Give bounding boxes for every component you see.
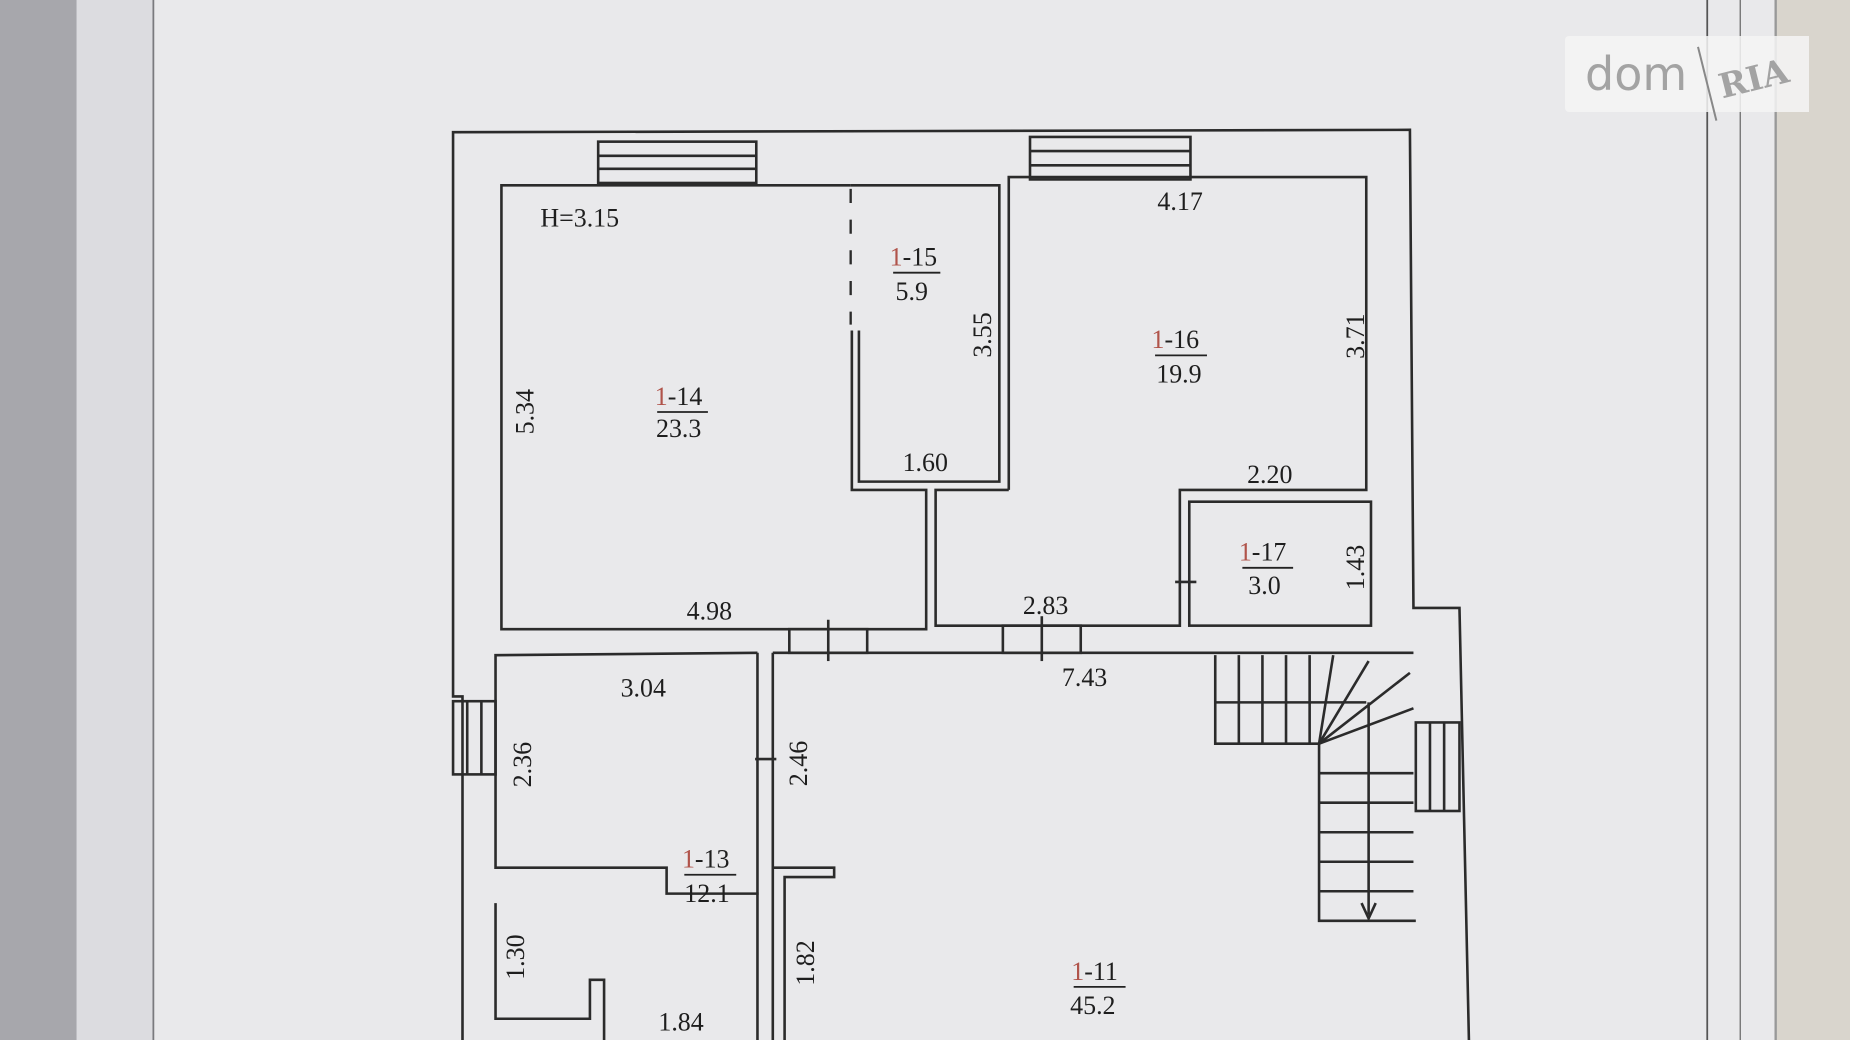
svg-text:3.0: 3.0 bbox=[1248, 571, 1280, 600]
staircase bbox=[1213, 654, 1416, 923]
dim: 3.55 bbox=[968, 312, 997, 357]
dim: 4.17 bbox=[1157, 187, 1202, 216]
svg-text:1-11: 1-11 bbox=[1071, 957, 1118, 986]
walls bbox=[451, 128, 1471, 1040]
logo-ria-text: RIA bbox=[1697, 27, 1796, 121]
dim: 1.30 bbox=[501, 934, 530, 979]
room-label-1-16: 1-16 19.9 bbox=[1152, 325, 1207, 388]
svg-text:1-13: 1-13 bbox=[682, 845, 730, 874]
binder-edge bbox=[0, 0, 77, 1040]
dim: 1.43 bbox=[1341, 545, 1370, 590]
svg-text:5.9: 5.9 bbox=[896, 277, 928, 306]
room-label-1-15: 1-15 5.9 bbox=[890, 243, 941, 306]
svg-text:1-15: 1-15 bbox=[890, 243, 938, 272]
room-label-1-11: 1-11 45.2 bbox=[1070, 957, 1126, 1020]
domria-watermark-logo: dom RIA bbox=[1565, 27, 1809, 121]
svg-text:19.9: 19.9 bbox=[1156, 359, 1201, 388]
ceiling-height: H=3.15 bbox=[540, 204, 619, 233]
room-label-1-14: 1-14 23.3 bbox=[655, 382, 708, 443]
room-label-1-17: 1-17 3.0 bbox=[1239, 538, 1294, 600]
svg-text:1-16: 1-16 bbox=[1152, 325, 1200, 354]
dim: 1.82 bbox=[791, 940, 820, 985]
svg-text:45.2: 45.2 bbox=[1070, 991, 1115, 1020]
page-shadow bbox=[76, 0, 154, 1040]
dim: 7.43 bbox=[1062, 663, 1107, 692]
dim: 4.98 bbox=[687, 597, 732, 626]
dim: 3.71 bbox=[1341, 313, 1370, 358]
dim: 3.04 bbox=[621, 673, 666, 702]
dimensions: 5.34 4.98 3.55 1.60 4.17 3.71 2.20 1.43 … bbox=[501, 187, 1370, 1036]
svg-text:23.3: 23.3 bbox=[656, 414, 701, 443]
svg-text:1-14: 1-14 bbox=[655, 382, 703, 411]
dim: 2.20 bbox=[1247, 460, 1292, 489]
dim: 1.60 bbox=[903, 448, 948, 477]
logo-dom-text: dom bbox=[1585, 47, 1688, 101]
dim: 1.84 bbox=[658, 1008, 703, 1037]
svg-text:1-17: 1-17 bbox=[1239, 538, 1287, 567]
dim: 2.36 bbox=[508, 742, 537, 787]
dim: 2.83 bbox=[1023, 591, 1068, 620]
dim: 2.46 bbox=[784, 741, 813, 786]
dim: 5.34 bbox=[510, 389, 539, 434]
svg-text:12.1: 12.1 bbox=[684, 879, 729, 908]
room-label-1-13: 1-13 12.1 bbox=[682, 845, 737, 908]
paper-sheet bbox=[0, 0, 1776, 1040]
